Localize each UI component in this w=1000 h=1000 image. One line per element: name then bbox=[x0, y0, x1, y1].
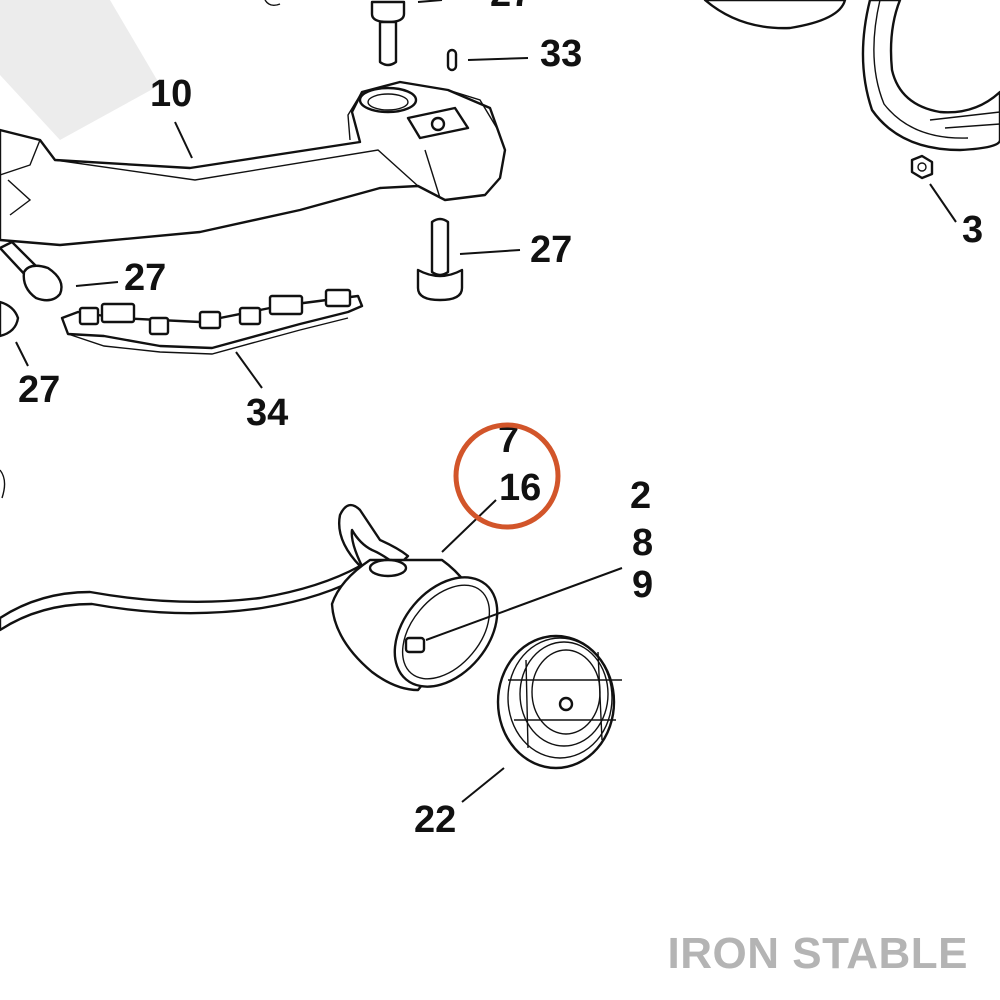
callout-16: 16 bbox=[499, 467, 541, 509]
part-27-bolt-bottom-left bbox=[0, 300, 20, 338]
callout-34: 34 bbox=[246, 392, 288, 434]
callout-27-top: 27 bbox=[490, 0, 532, 15]
part-10-bracket bbox=[0, 80, 507, 247]
socket-connector bbox=[404, 636, 426, 654]
wire-harness bbox=[0, 469, 410, 632]
callout-labels: 27 33 10 3 27 27 27 34 7 16 2 8 9 22 bbox=[18, 0, 983, 841]
callout-7: 7 bbox=[498, 419, 519, 461]
part-34-clip-rail bbox=[60, 288, 364, 355]
part-27-bolt-top bbox=[264, 0, 406, 67]
callout-10: 10 bbox=[150, 73, 192, 115]
callout-2: 2 bbox=[630, 475, 651, 517]
part-3-nut bbox=[910, 154, 934, 180]
highlight-circle bbox=[453, 422, 561, 530]
clip-tabs bbox=[78, 288, 352, 336]
callout-8: 8 bbox=[632, 522, 653, 564]
part-27-bolt-left bbox=[0, 240, 63, 302]
leader-lines bbox=[15, 0, 957, 803]
callout-27-right: 27 bbox=[530, 229, 572, 271]
watermark-text: IRON STABLE bbox=[668, 929, 968, 978]
headlamp-ring bbox=[703, 0, 1000, 152]
callout-27-bottom-left: 27 bbox=[18, 369, 60, 411]
part-27-bolt-right bbox=[416, 217, 464, 302]
callout-27-left: 27 bbox=[124, 257, 166, 299]
callout-33: 33 bbox=[540, 33, 582, 75]
callout-9: 9 bbox=[632, 564, 653, 606]
callout-22: 22 bbox=[414, 799, 456, 841]
part-22-lens-assembly bbox=[496, 634, 622, 770]
background-shade bbox=[0, 0, 160, 140]
part-16-signal-housing bbox=[330, 558, 499, 692]
part-33-pin bbox=[446, 48, 458, 72]
callout-3: 3 bbox=[962, 209, 983, 251]
